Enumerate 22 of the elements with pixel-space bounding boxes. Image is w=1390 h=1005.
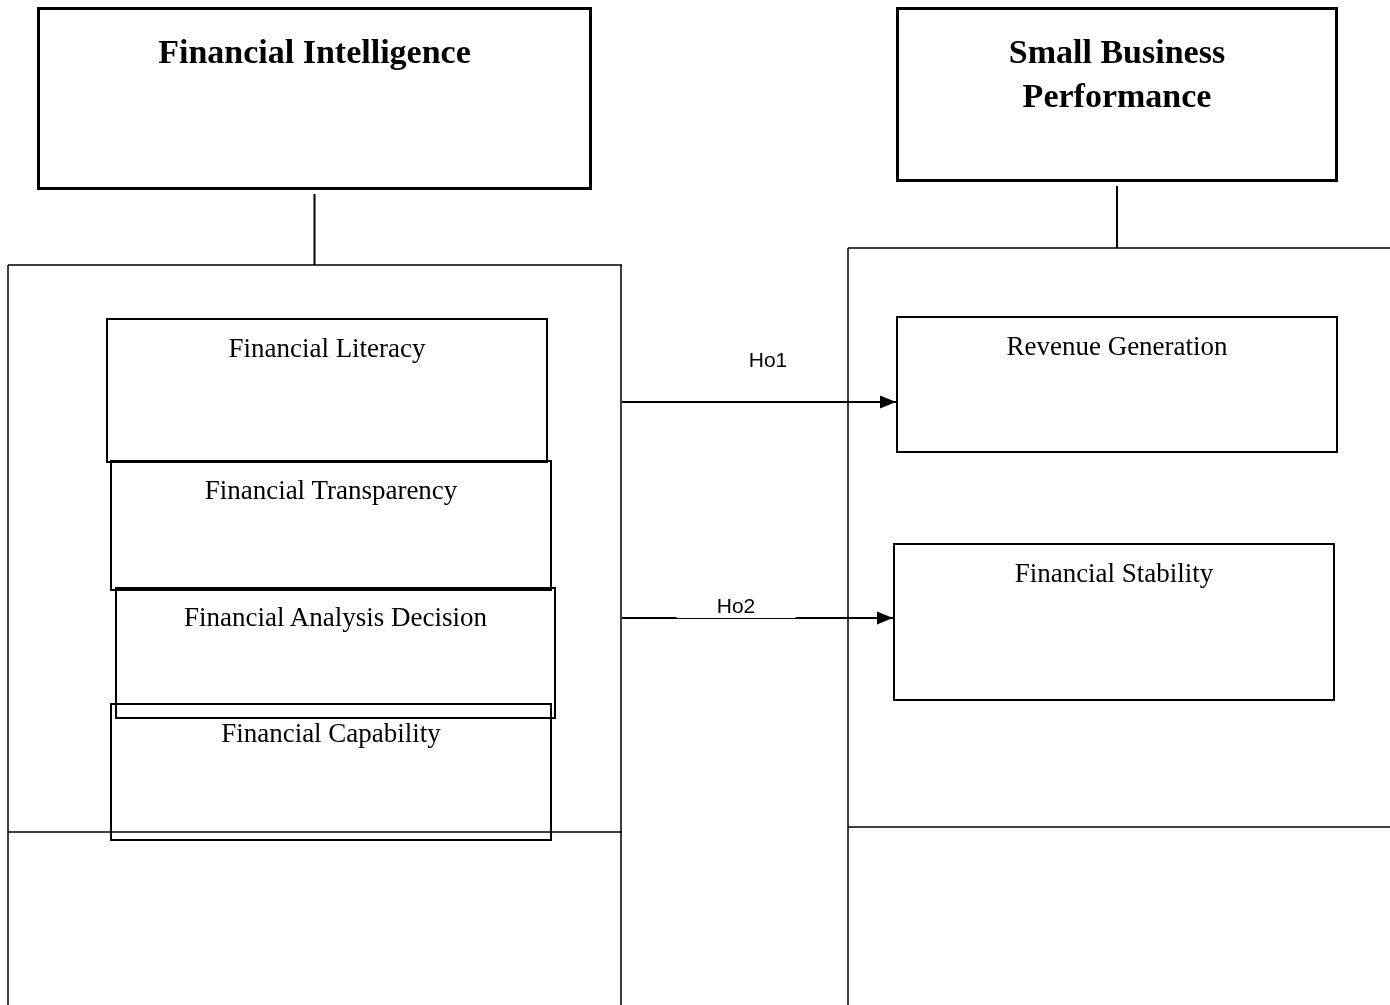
box-label: Revenue Generation bbox=[1005, 330, 1229, 362]
box-label: Financial Intelligence bbox=[157, 32, 472, 72]
variable-box bbox=[896, 316, 1338, 453]
construct-box bbox=[896, 7, 1338, 182]
box-label: Financial Stability bbox=[1013, 557, 1215, 589]
arrow bbox=[621, 395, 897, 409]
variable-box bbox=[110, 460, 552, 591]
box-label: Financial Transparency bbox=[203, 474, 459, 506]
box-label: Financial Capability bbox=[220, 717, 442, 749]
construct-box bbox=[37, 7, 592, 190]
connector-line bbox=[313, 193, 316, 266]
box-label: Small Business Performance bbox=[1007, 32, 1227, 116]
box-label: Financial Analysis Decision bbox=[183, 601, 488, 633]
frame-box bbox=[8, 265, 622, 1005]
arrow bbox=[621, 611, 894, 625]
frame-box bbox=[848, 248, 1390, 1005]
connector-line bbox=[1116, 185, 1118, 249]
variable-box bbox=[893, 543, 1335, 701]
box-label: Financial Literacy bbox=[227, 332, 427, 364]
variable-box bbox=[106, 318, 548, 463]
variable-box bbox=[115, 587, 556, 719]
variable-box bbox=[110, 703, 552, 841]
